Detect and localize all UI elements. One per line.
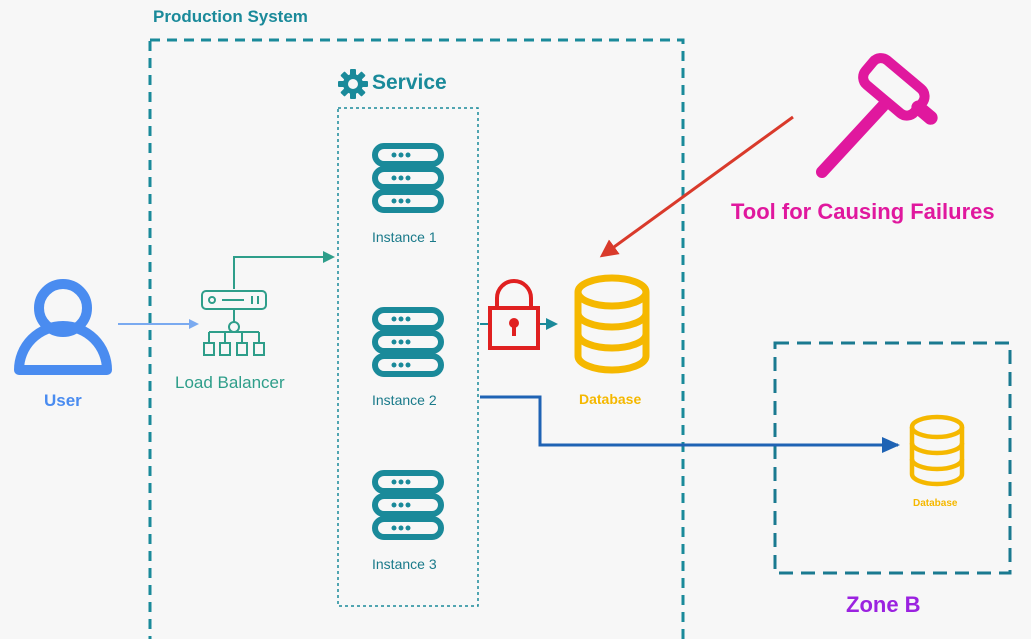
service-label: Service (372, 71, 447, 94)
zone-b-label: Zone B (846, 592, 921, 617)
hammer-icon (816, 53, 938, 178)
zone-b-boundary (773, 341, 1012, 575)
production-system-label: Production System (153, 7, 308, 26)
load-balancer-label: Load Balancer (175, 373, 285, 392)
failure-arrow (599, 115, 794, 258)
lock-icon (488, 279, 540, 350)
instance-label: Instance 3 (372, 556, 437, 572)
zone-b-database-label: Database (913, 498, 958, 509)
server-icon (372, 143, 444, 213)
gear-icon (338, 69, 368, 99)
database-label: Database (579, 391, 642, 407)
instance-label: Instance 2 (372, 392, 437, 408)
database-icon (909, 414, 965, 487)
server-icon (372, 470, 444, 540)
server-icon (372, 307, 444, 377)
lb-to-instance-arrow (233, 251, 335, 289)
production-system-boundary (148, 38, 685, 639)
failure-tool-label: Tool for Causing Failures (731, 199, 995, 224)
service-boundary (337, 107, 479, 607)
instance-to-zone-b-arrow (480, 395, 900, 453)
user-label: User (44, 391, 82, 410)
load-balancer-icon (201, 290, 267, 356)
user-icon (14, 279, 112, 375)
instance-label: Instance 1 (372, 229, 437, 245)
database-icon (574, 274, 650, 374)
